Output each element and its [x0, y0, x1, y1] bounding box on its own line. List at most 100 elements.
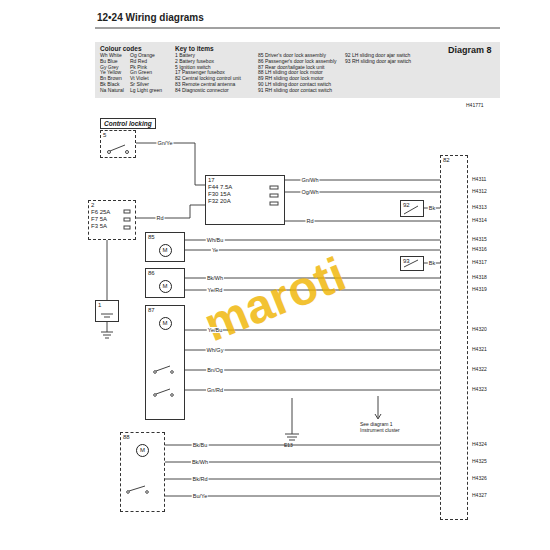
key-item: 2 Battery fusebox — [175, 59, 214, 65]
component-box: 82 — [440, 155, 468, 520]
wire-colour: Bk — [428, 205, 436, 211]
fuse-rating: F44 7.5A — [208, 184, 232, 191]
colour-code: Lg Light green — [130, 88, 162, 94]
callout-number: 5 — [103, 132, 106, 139]
wire-colour: Gn/Wh — [300, 177, 319, 183]
key-panel — [95, 42, 500, 98]
key-item: 89 RH sliding door lock motor — [258, 76, 324, 82]
component-box: 2F6 25AF7 5AF3 5A — [88, 200, 136, 240]
key-item: 82 Central locking control unit — [175, 76, 241, 82]
callout-number: 88 — [123, 434, 130, 441]
pin-label: H4316 — [472, 247, 487, 253]
callout-number: 85 — [148, 234, 155, 241]
motor-symbol: M — [136, 444, 149, 457]
colour-code: Gn Green — [130, 70, 152, 76]
wire-colour: Og/Wh — [300, 189, 319, 195]
callout-number: 87 — [148, 307, 155, 314]
pin-label: H4313 — [472, 205, 487, 211]
wire — [185, 250, 440, 251]
pin-label: H4322 — [472, 367, 487, 373]
pin-label: H4327 — [472, 493, 487, 499]
wire — [107, 240, 108, 300]
key-item: 86 Passenger's door lock assembly — [258, 59, 337, 65]
wire-colour: Bk/Wh — [206, 275, 224, 281]
wire-colour: Ye — [211, 247, 219, 253]
header-rule — [95, 28, 500, 29]
fuse-rating: F32 20A — [208, 198, 231, 205]
callout-number: 1 — [98, 302, 101, 309]
key-item: 90 LH sliding door contact switch — [258, 82, 331, 88]
wire-colour: Gn/Rd — [206, 387, 224, 393]
key-item: 88 LH sliding door lock motor — [258, 70, 323, 76]
ground-symbol — [285, 398, 299, 440]
section-title: Control locking — [100, 118, 156, 129]
callout-number: 2 — [91, 202, 94, 209]
wire-colour: Ye/Bu — [207, 327, 223, 333]
wire-colour: Bn/Og — [206, 367, 224, 373]
heading: E13 — [284, 443, 293, 449]
callout-number: 17 — [208, 177, 215, 184]
callout-number: 92 — [403, 202, 410, 209]
key-item: 87 Rear door/tailgate lock unit — [258, 65, 324, 71]
heading: H41771 — [466, 103, 484, 109]
key-item: 17 Passenger fusebox — [175, 70, 225, 76]
pin-label: H4324 — [472, 442, 487, 448]
fuse-rating: F6 25A — [91, 209, 110, 216]
pin-label: H4314 — [472, 218, 487, 224]
colour-code: Na Natural — [100, 88, 124, 94]
wire-colour: Bk/Bu — [192, 442, 209, 448]
pin-label: H4315 — [472, 237, 487, 243]
motor-symbol: M — [159, 280, 172, 293]
pin-label: H4321 — [472, 347, 487, 353]
pin-label: H4311 — [472, 177, 486, 183]
colour-code: Rd Red — [130, 59, 147, 65]
heading: Colour codes — [100, 45, 142, 52]
colour-code: Ye Yellow — [100, 70, 121, 76]
colour-code: Bk Black — [100, 82, 119, 88]
heading: See diagram 1 Instrument cluster — [360, 422, 410, 433]
pin-label: H4318 — [472, 275, 487, 281]
component-box: 85M — [145, 232, 185, 262]
wire-colour: Bk/Wh — [191, 459, 209, 465]
component-box: 17F44 7.5AF30 15AF32 20A — [205, 175, 285, 225]
pin-label: H4317 — [472, 260, 487, 266]
callout-number: 82 — [443, 157, 450, 164]
heading: Key to items — [175, 45, 214, 52]
callout-number: 86 — [148, 270, 155, 277]
battery-symbol — [101, 314, 113, 338]
motor-symbol: M — [159, 244, 172, 257]
pin-label: H4326 — [472, 476, 487, 482]
motor-symbol: M — [159, 317, 172, 330]
key-item: 5 Ignition switch — [175, 65, 211, 71]
component-box: 88M — [120, 432, 165, 512]
fuse-symbols — [124, 186, 278, 229]
switch-symbols — [404, 206, 418, 267]
pin-label: H4319 — [472, 287, 487, 293]
key-item: 83 Remote central antenna — [175, 82, 235, 88]
colour-code: Vt Violet — [130, 76, 149, 82]
key-item: 93 RH sliding door ajar switch — [345, 59, 411, 65]
wire — [136, 143, 205, 185]
fuse-rating: F7 5A — [91, 216, 107, 223]
component-box: 93 — [400, 256, 424, 271]
component-box: 92 — [400, 200, 424, 217]
key-item: 1 Battery — [175, 53, 195, 59]
watermark: maroti — [197, 248, 353, 352]
wire-colour: Wh/Bu — [206, 237, 225, 243]
leader-line — [375, 396, 381, 419]
colour-code: Og Orange — [130, 53, 155, 59]
colour-code: Sr Silver — [130, 82, 149, 88]
colour-code: Bn Brown — [100, 76, 122, 82]
wire-colour: Rd — [155, 215, 164, 221]
colour-code: Bu Blue — [100, 59, 118, 65]
fuse-rating: F30 15A — [208, 191, 231, 198]
page-title: 12•24 Wiring diagrams — [97, 12, 204, 23]
component-box: 87M — [145, 305, 185, 420]
colour-code: Gy Grey — [100, 65, 119, 71]
ignition-switch-symbol — [108, 145, 129, 154]
fuse-rating: F3 5A — [91, 223, 107, 230]
wire — [136, 205, 205, 218]
callout-number: 93 — [403, 258, 410, 265]
component-box: 5 — [100, 130, 136, 158]
pin-label: H4325 — [472, 459, 487, 465]
